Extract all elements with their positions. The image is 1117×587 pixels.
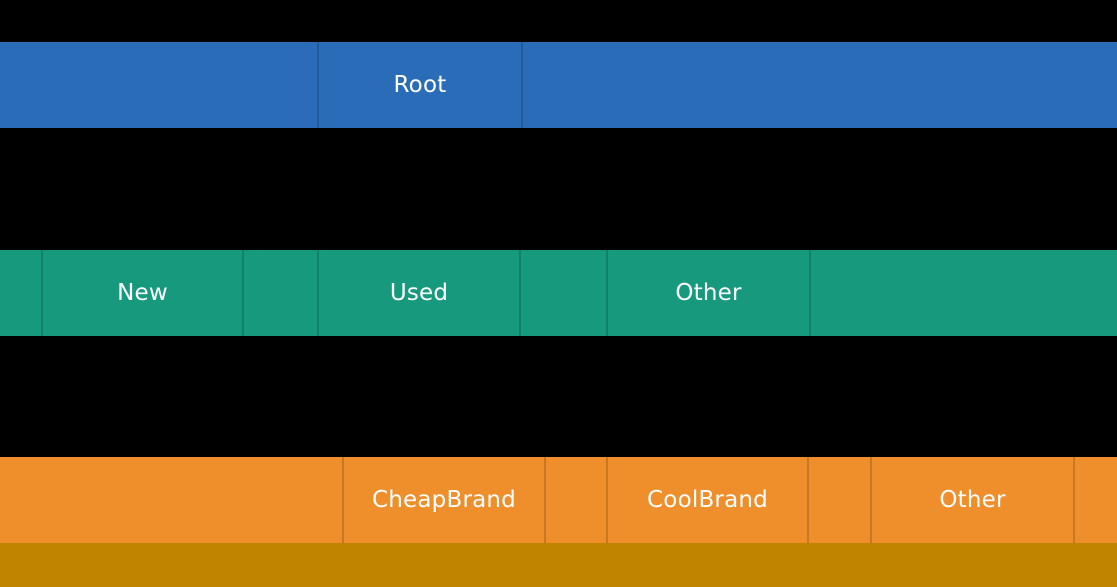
node-brand-blank-4[interactable] (808, 457, 871, 543)
node-label: Used (389, 279, 449, 306)
node-brand-blank-0[interactable] (0, 457, 343, 543)
node-label: CoolBrand (647, 486, 768, 513)
node-condition-blank-0[interactable] (0, 250, 42, 336)
node-brand-blank-6[interactable] (1074, 457, 1117, 543)
node-cheapbrand[interactable]: CheapBrand (343, 457, 545, 543)
node-new[interactable]: New (42, 250, 243, 336)
level-condition: New Used Other (0, 250, 1117, 336)
node-condition-blank-6[interactable] (810, 250, 1117, 336)
node-other[interactable]: Other (871, 457, 1074, 543)
node-label: CheapBrand (372, 486, 516, 513)
node-used[interactable]: Used (318, 250, 520, 336)
node-label: Other (939, 486, 1006, 513)
node-leaf-blank-0[interactable] (0, 543, 1117, 587)
node-root[interactable]: Root (318, 42, 522, 128)
node-other[interactable]: Other (607, 250, 810, 336)
node-coolbrand[interactable]: CoolBrand (607, 457, 808, 543)
node-condition-blank-2[interactable] (243, 250, 318, 336)
node-label: Other (675, 279, 742, 306)
node-label: New (117, 279, 168, 306)
node-brand-blank-2[interactable] (545, 457, 607, 543)
node-root-blank-2[interactable] (522, 42, 1117, 128)
level-leaf (0, 543, 1117, 587)
node-label: Root (393, 71, 447, 98)
level-root: Root (0, 42, 1117, 128)
level-brand: CheapBrand CoolBrand Other (0, 457, 1117, 543)
node-condition-blank-4[interactable] (520, 250, 607, 336)
node-root-blank-0[interactable] (0, 42, 318, 128)
